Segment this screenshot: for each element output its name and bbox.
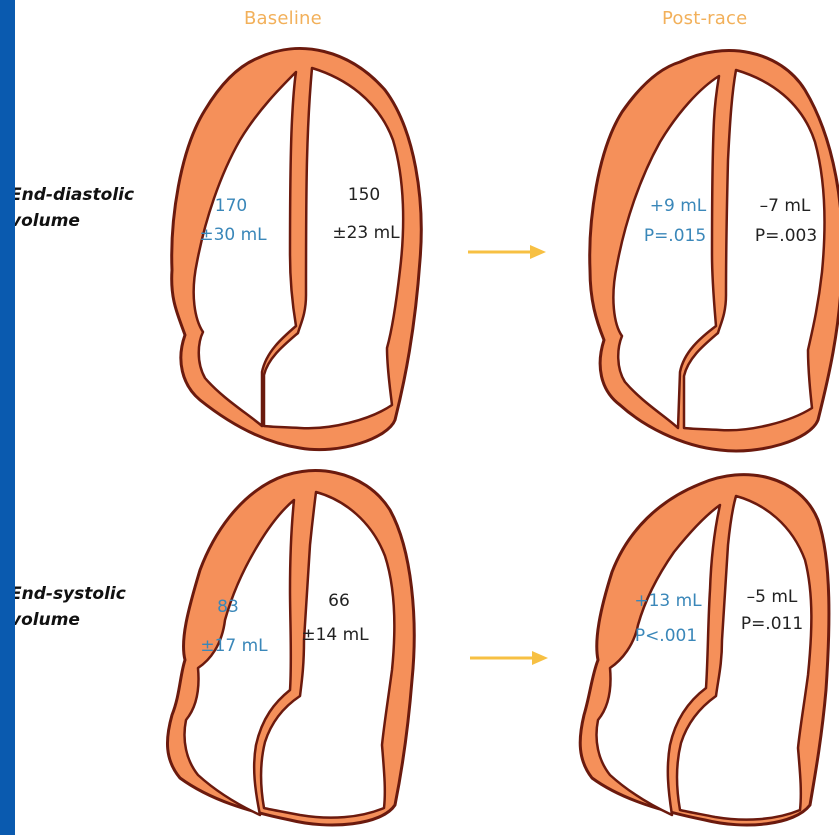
baseline-diastolic-left-value: 170: [215, 196, 247, 216]
post-race-diastolic-right-p: P=.003: [755, 226, 817, 246]
arrow-icon-diastolic: [468, 245, 546, 259]
post-race-diastolic-right-change: –7 mL: [760, 196, 811, 216]
baseline-systolic-right-value: 66: [328, 591, 350, 611]
post-race-systolic-right-p: P=.011: [741, 614, 803, 634]
baseline-systolic-left-value: 83: [217, 597, 239, 617]
post-race-diastolic-left-p: P=.015: [644, 226, 706, 246]
heart-diagrams: 170 ±30 mL 150 ±23 mL +9 mL P=.015 –7 mL…: [15, 0, 839, 835]
baseline-systolic-heart: 83 ±17 mL 66 ±14 mL: [167, 471, 414, 825]
post-race-systolic-right-change: –5 mL: [747, 587, 798, 607]
post-race-systolic-left-change: +13 mL: [634, 591, 702, 611]
figure-panel: Baseline Post-race End-diastolic volume …: [15, 0, 839, 835]
baseline-diastolic-right-value: 150: [348, 185, 380, 205]
baseline-diastolic-left-sd: ±30 mL: [199, 225, 267, 245]
post-race-systolic-left-p: P<.001: [635, 626, 697, 646]
baseline-diastolic-right-sd: ±23 mL: [332, 223, 400, 243]
post-race-diastolic-heart: +9 mL P=.015 –7 mL P=.003: [590, 51, 839, 451]
post-race-systolic-heart: +13 mL P<.001 –5 mL P=.011: [580, 475, 829, 825]
arrow-icon-systolic: [470, 651, 548, 665]
baseline-systolic-right-sd: ±14 mL: [301, 625, 369, 645]
post-race-diastolic-left-change: +9 mL: [650, 196, 707, 216]
baseline-diastolic-heart: 170 ±30 mL 150 ±23 mL: [172, 48, 422, 449]
baseline-systolic-left-sd: ±17 mL: [200, 636, 268, 656]
